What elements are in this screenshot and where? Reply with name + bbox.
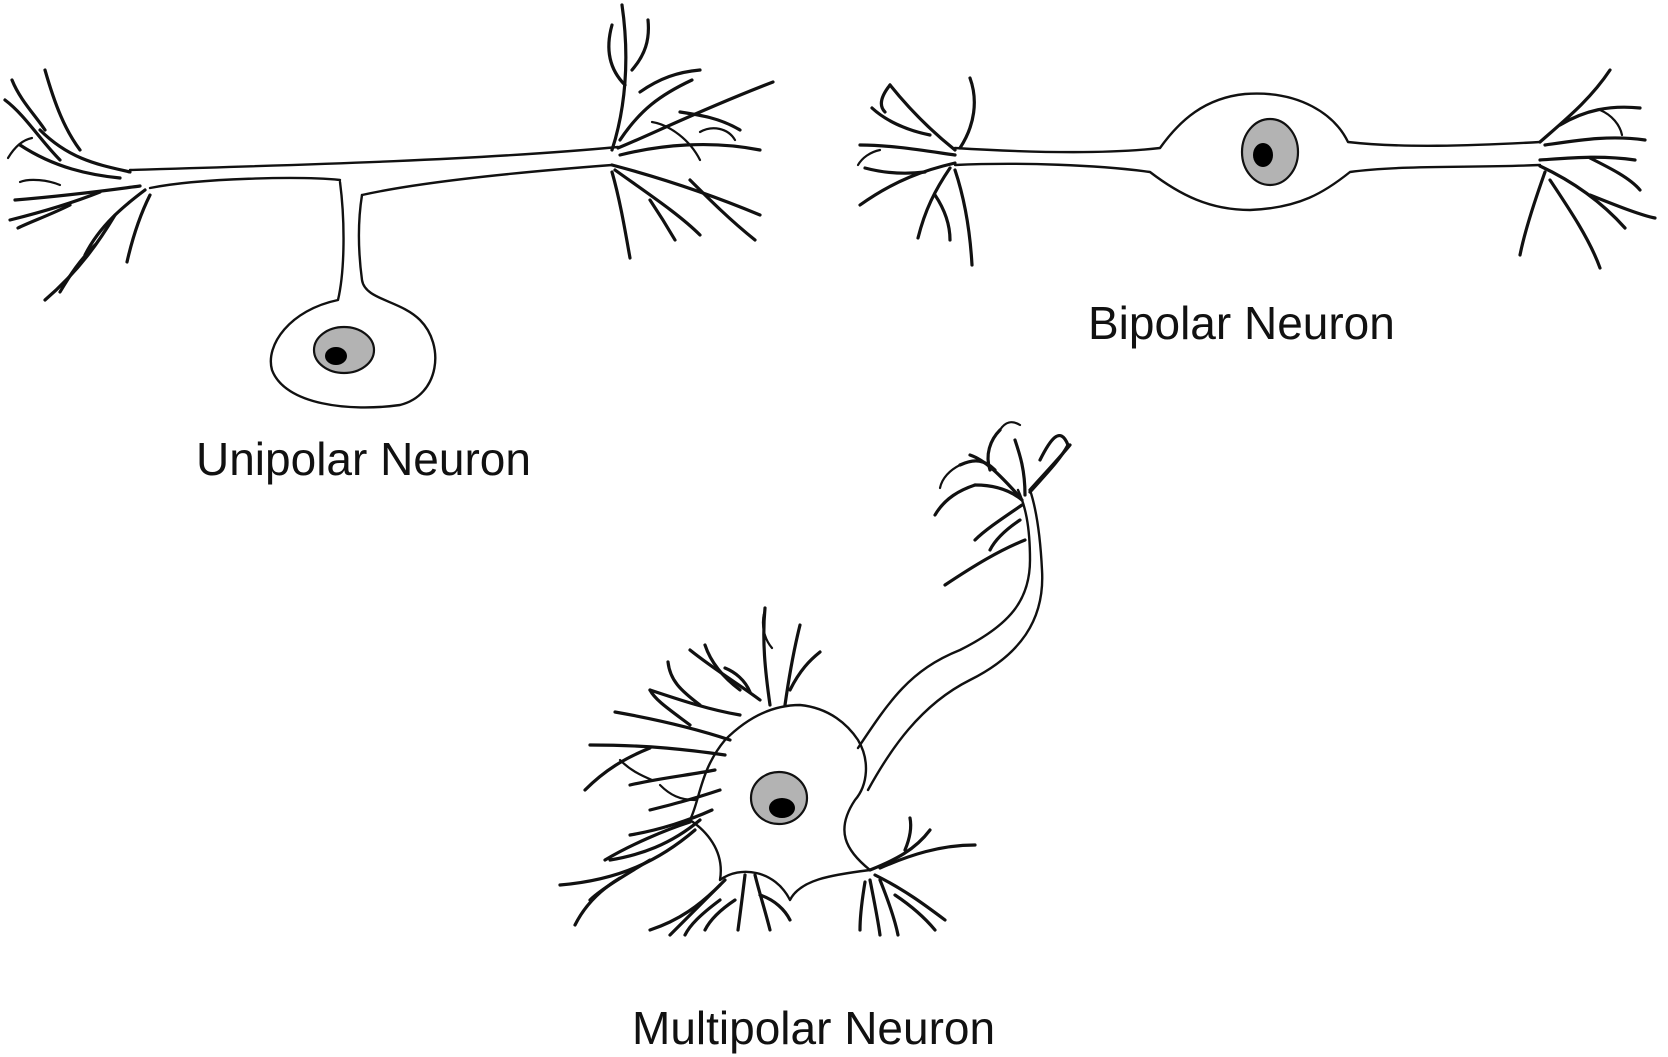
label-unipolar-neuron: Unipolar Neuron bbox=[196, 433, 531, 485]
unipolar-right-dendrites bbox=[607, 3, 775, 260]
unipolar-process-upper-outline bbox=[128, 145, 620, 172]
multipolar-left-dendrites bbox=[558, 688, 732, 927]
label-bipolar-neuron: Bipolar Neuron bbox=[1088, 297, 1395, 349]
unipolar-process-lower-outline-left bbox=[148, 176, 342, 190]
multipolar-right-dendrites bbox=[858, 816, 977, 937]
bipolar-neuron bbox=[856, 68, 1657, 270]
multipolar-upper-dendrites bbox=[648, 606, 822, 717]
bipolar-cell-body bbox=[953, 92, 1542, 212]
unipolar-process-lower-outline-right bbox=[360, 163, 614, 197]
multipolar-neuron bbox=[558, 421, 1072, 937]
label-multipolar-neuron: Multipolar Neuron bbox=[632, 1002, 996, 1054]
multipolar-axon-terminals bbox=[933, 421, 1072, 587]
unipolar-cell-body bbox=[269, 180, 437, 409]
unipolar-nucleolus bbox=[325, 347, 347, 365]
unipolar-neuron bbox=[3, 3, 775, 409]
bipolar-right-dendrites bbox=[1518, 68, 1657, 270]
multipolar-nucleolus bbox=[769, 798, 795, 818]
bipolar-nucleolus bbox=[1253, 143, 1273, 167]
bipolar-left-dendrites bbox=[856, 76, 976, 267]
unipolar-left-dendrites bbox=[3, 68, 152, 302]
multipolar-axon bbox=[856, 488, 1044, 792]
multipolar-lower-dendrites bbox=[648, 873, 792, 937]
